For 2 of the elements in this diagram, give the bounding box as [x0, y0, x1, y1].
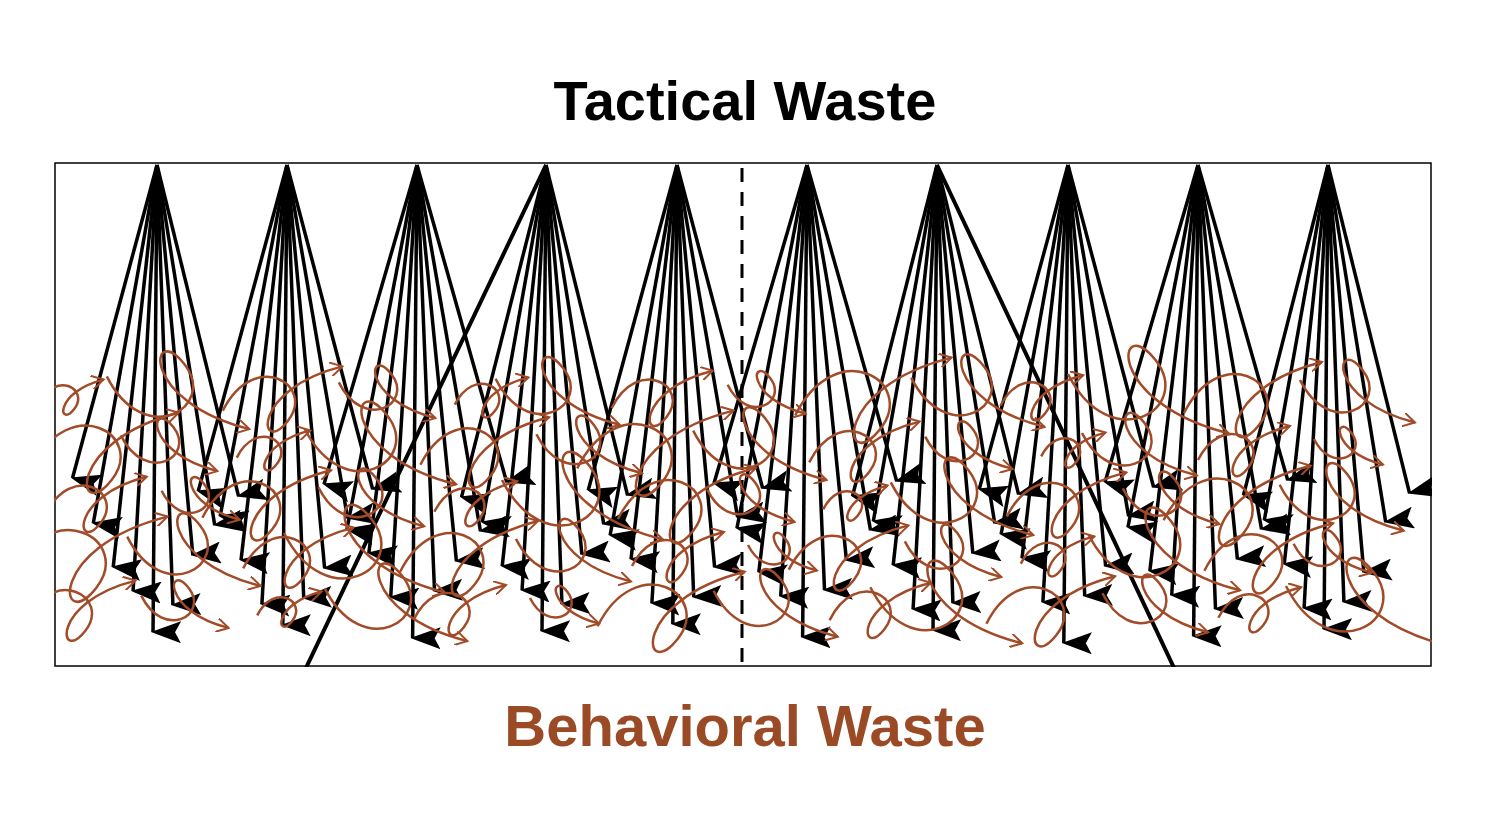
title: Tactical Waste [552, 68, 938, 134]
caption-label: Behavioral Waste [503, 692, 987, 760]
